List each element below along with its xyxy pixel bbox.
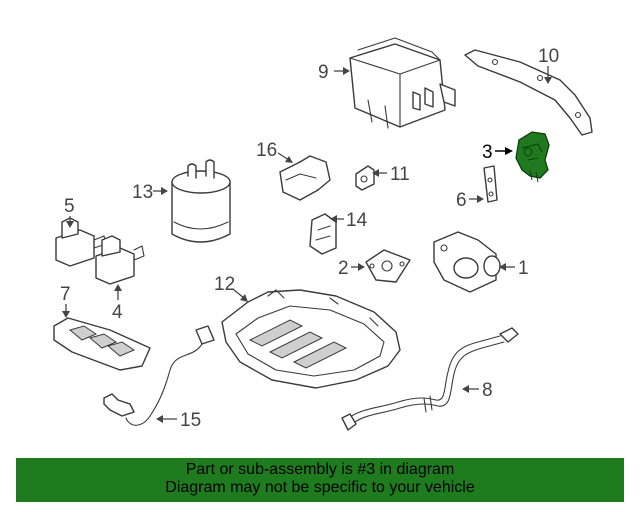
- part-1-valve[interactable]: [433, 231, 501, 293]
- svg-text:5: 5: [64, 196, 75, 217]
- callout-4: 4: [112, 284, 123, 323]
- part-4-valve[interactable]: [95, 235, 145, 285]
- callout-15: 15: [156, 410, 201, 431]
- callout-1: 1: [499, 258, 529, 279]
- callout-9: 9: [318, 62, 350, 83]
- svg-text:7: 7: [60, 284, 71, 305]
- callout-7: 7: [60, 284, 71, 318]
- part-16-sensor[interactable]: [279, 155, 331, 201]
- part-2-gasket[interactable]: [365, 249, 411, 283]
- svg-text:11: 11: [390, 164, 410, 185]
- callout-11: 11: [372, 164, 410, 185]
- svg-text:9: 9: [318, 62, 329, 83]
- part-13-fuel-filter[interactable]: [171, 159, 231, 243]
- callout-16: 16: [256, 140, 293, 163]
- callout-5: 5: [64, 196, 75, 228]
- callout-13: 13: [132, 182, 168, 203]
- svg-text:8: 8: [482, 380, 493, 401]
- svg-text:3: 3: [482, 142, 493, 163]
- svg-text:1: 1: [518, 258, 529, 279]
- svg-text:4: 4: [112, 302, 123, 323]
- callout-12: 12: [214, 274, 248, 302]
- callout-10: 10: [538, 46, 559, 84]
- part-3-highlighted[interactable]: [515, 131, 550, 183]
- svg-text:16: 16: [256, 140, 277, 161]
- callout-14: 14: [330, 210, 368, 231]
- part-14-bracket[interactable]: [309, 213, 337, 255]
- parts-diagram: 9 10 3 6 16: [53, 37, 593, 431]
- part-9-canister[interactable]: [349, 37, 456, 129]
- part-15-o2-sensor[interactable]: [103, 325, 215, 426]
- part-11-clip[interactable]: [355, 165, 375, 191]
- callout-8: 8: [462, 380, 493, 401]
- part-7-cover[interactable]: [53, 317, 151, 371]
- svg-text:2: 2: [338, 258, 349, 279]
- banner-line-2: Diagram may not be specific to your vehi…: [165, 479, 475, 496]
- svg-text:10: 10: [538, 46, 559, 67]
- svg-text:14: 14: [346, 210, 368, 231]
- svg-text:13: 13: [132, 182, 153, 203]
- callout-6: 6: [456, 190, 484, 211]
- info-banner: Part or sub-assembly is #3 in diagram Di…: [16, 458, 624, 502]
- part-10-bracket[interactable]: [464, 49, 593, 136]
- svg-text:6: 6: [456, 190, 467, 211]
- banner-line-1: Part or sub-assembly is #3 in diagram: [185, 461, 455, 478]
- part-12-under-plate[interactable]: [221, 289, 401, 389]
- callout-3: 3: [482, 142, 513, 163]
- part-6-bracket[interactable]: [483, 165, 498, 203]
- part-5-valve[interactable]: [55, 217, 107, 267]
- part-8-pipe[interactable]: [341, 327, 519, 431]
- callout-2: 2: [338, 258, 365, 279]
- svg-text:15: 15: [180, 410, 201, 431]
- svg-text:12: 12: [214, 274, 235, 295]
